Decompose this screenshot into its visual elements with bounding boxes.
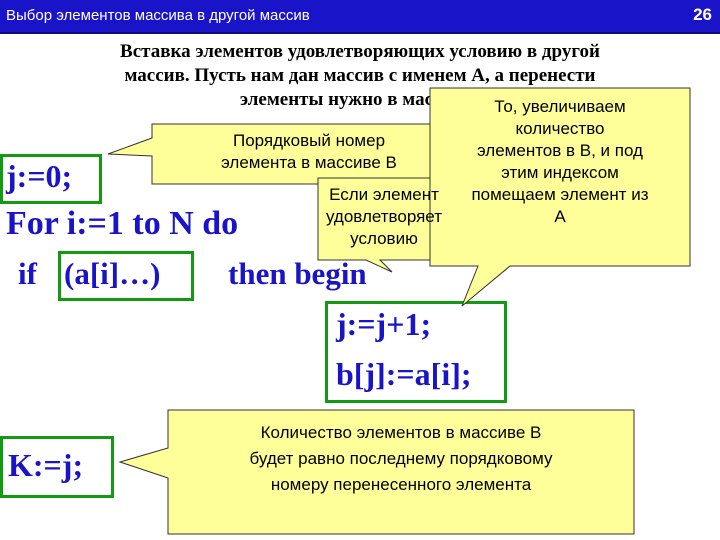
callout-increase-line-1: То, увеличиваем <box>494 97 626 116</box>
slide-number: 26 <box>693 5 712 24</box>
code-assign: b[j]:=a[i]; <box>336 356 472 392</box>
code-loop: For i:=1 to N do <box>6 205 239 242</box>
heading-line-1: Вставка элементов удовлетворяющих услови… <box>120 41 600 62</box>
callout-condition-line-3: условию <box>350 229 418 248</box>
callout-condition: Если элемент удовлетворяет условию <box>318 184 450 250</box>
callout-increase-line-5: помещаем элемент из <box>471 185 649 204</box>
callout-increase-line-2: количество <box>515 119 605 138</box>
highlight-box-assignments <box>325 301 507 403</box>
highlight-box-condition <box>58 251 194 301</box>
code-count: K:=j; <box>8 447 84 483</box>
code-init: j:=0; <box>6 158 73 194</box>
callout-condition-line-1: Если элемент <box>329 185 439 204</box>
code-if-keyword: if <box>18 256 37 291</box>
callout-increase-shape <box>429 87 691 307</box>
callout-increase-line-3: элементов в В, и под <box>477 141 643 160</box>
heading-line-2: массив. Пусть нам дан массив с именем А,… <box>124 65 596 86</box>
callout-increase-line-6: А <box>554 207 566 226</box>
callout-count-shape <box>118 409 635 535</box>
highlight-box-count <box>0 436 114 498</box>
highlight-box-j-init <box>0 154 102 204</box>
code-condition: (a[i]…) <box>64 256 161 291</box>
callout-index: Порядковый номер элемента в массиве В <box>152 130 466 174</box>
callout-count-line-2: будет равно последнему порядковому <box>249 449 553 468</box>
slide-title: Выбор элементов массива в другой массив <box>6 7 310 24</box>
callout-index-line-2: элемента в массиве В <box>221 153 397 172</box>
callout-condition-line-2: удовлетворяет <box>326 207 442 226</box>
callout-index-line-1: Порядковый номер <box>232 131 386 150</box>
callout-count-line-3: номеру перенесенного элемента <box>270 475 532 494</box>
code-increment: j:=j+1; <box>336 306 432 342</box>
slide-heading: Вставка элементов удовлетворяющих услови… <box>30 40 690 112</box>
callout-count-line-1: Количество элементов в массиве В <box>260 423 542 442</box>
callout-count: Количество элементов в массиве В будет р… <box>168 420 634 498</box>
callout-increase: То, увеличиваем количество элементов в В… <box>430 96 690 228</box>
slide-title-bar: Выбор элементов массива в другой массив … <box>0 0 720 34</box>
code-then-begin: then begin <box>228 256 367 291</box>
heading-line-3: элементы нужно в массив В <box>239 89 481 110</box>
callout-increase-line-4: этим индексом <box>501 163 619 182</box>
